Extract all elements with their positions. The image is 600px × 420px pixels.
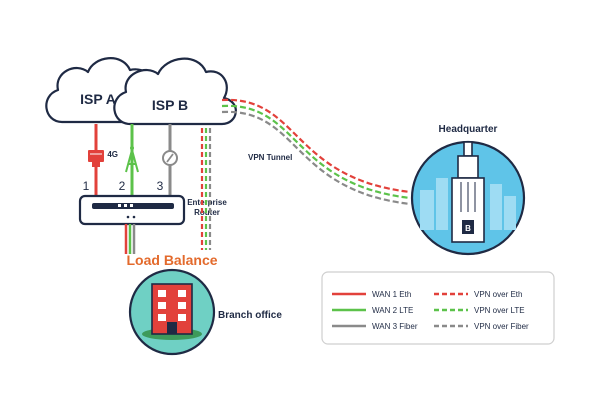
link-number-2: 2 xyxy=(119,179,126,193)
branch-office-label: Branch office xyxy=(218,310,282,321)
isp-b-label: ISP B xyxy=(152,97,188,113)
vpn-tunnel xyxy=(221,98,411,206)
link-number-1: 1 xyxy=(83,179,90,193)
vpn-vertical-lines xyxy=(200,128,212,250)
isp-a-label: ISP A xyxy=(80,91,116,107)
load-balance-label: Load Balance xyxy=(126,252,217,268)
isp-b-cloud: ISP B xyxy=(113,57,237,126)
headquarter-circle xyxy=(410,140,526,256)
vpn-tunnel-label: VPN Tunnel xyxy=(248,153,292,162)
label-4g: 4G xyxy=(107,150,118,159)
ethernet-modem-icon xyxy=(88,150,104,167)
legend: WAN 1 Eth WAN 2 LTE WAN 3 Fiber VPN over… xyxy=(321,271,555,345)
load-balance-lines xyxy=(124,224,136,254)
legend-wan2-label: WAN 2 LTE xyxy=(372,306,413,315)
link-number-3: 3 xyxy=(157,179,164,193)
fiber-gauge-icon xyxy=(162,150,178,166)
legend-wan1-label: WAN 1 Eth xyxy=(372,290,411,299)
headquarter-door-letter: B xyxy=(465,224,471,233)
legend-vpn1-label: VPN over Eth xyxy=(474,290,522,299)
lte-antenna-icon xyxy=(125,146,139,173)
headquarter-label: Headquarter xyxy=(439,124,498,135)
legend-wan3-label: WAN 3 Fiber xyxy=(372,322,418,331)
legend-vpn2-label: VPN over LTE xyxy=(474,306,525,315)
enterprise-router xyxy=(78,194,186,226)
legend-vpn3-label: VPN over Fiber xyxy=(474,322,529,331)
router-label-line1: Enterprise xyxy=(187,198,227,207)
branch-office-circle xyxy=(128,268,216,356)
